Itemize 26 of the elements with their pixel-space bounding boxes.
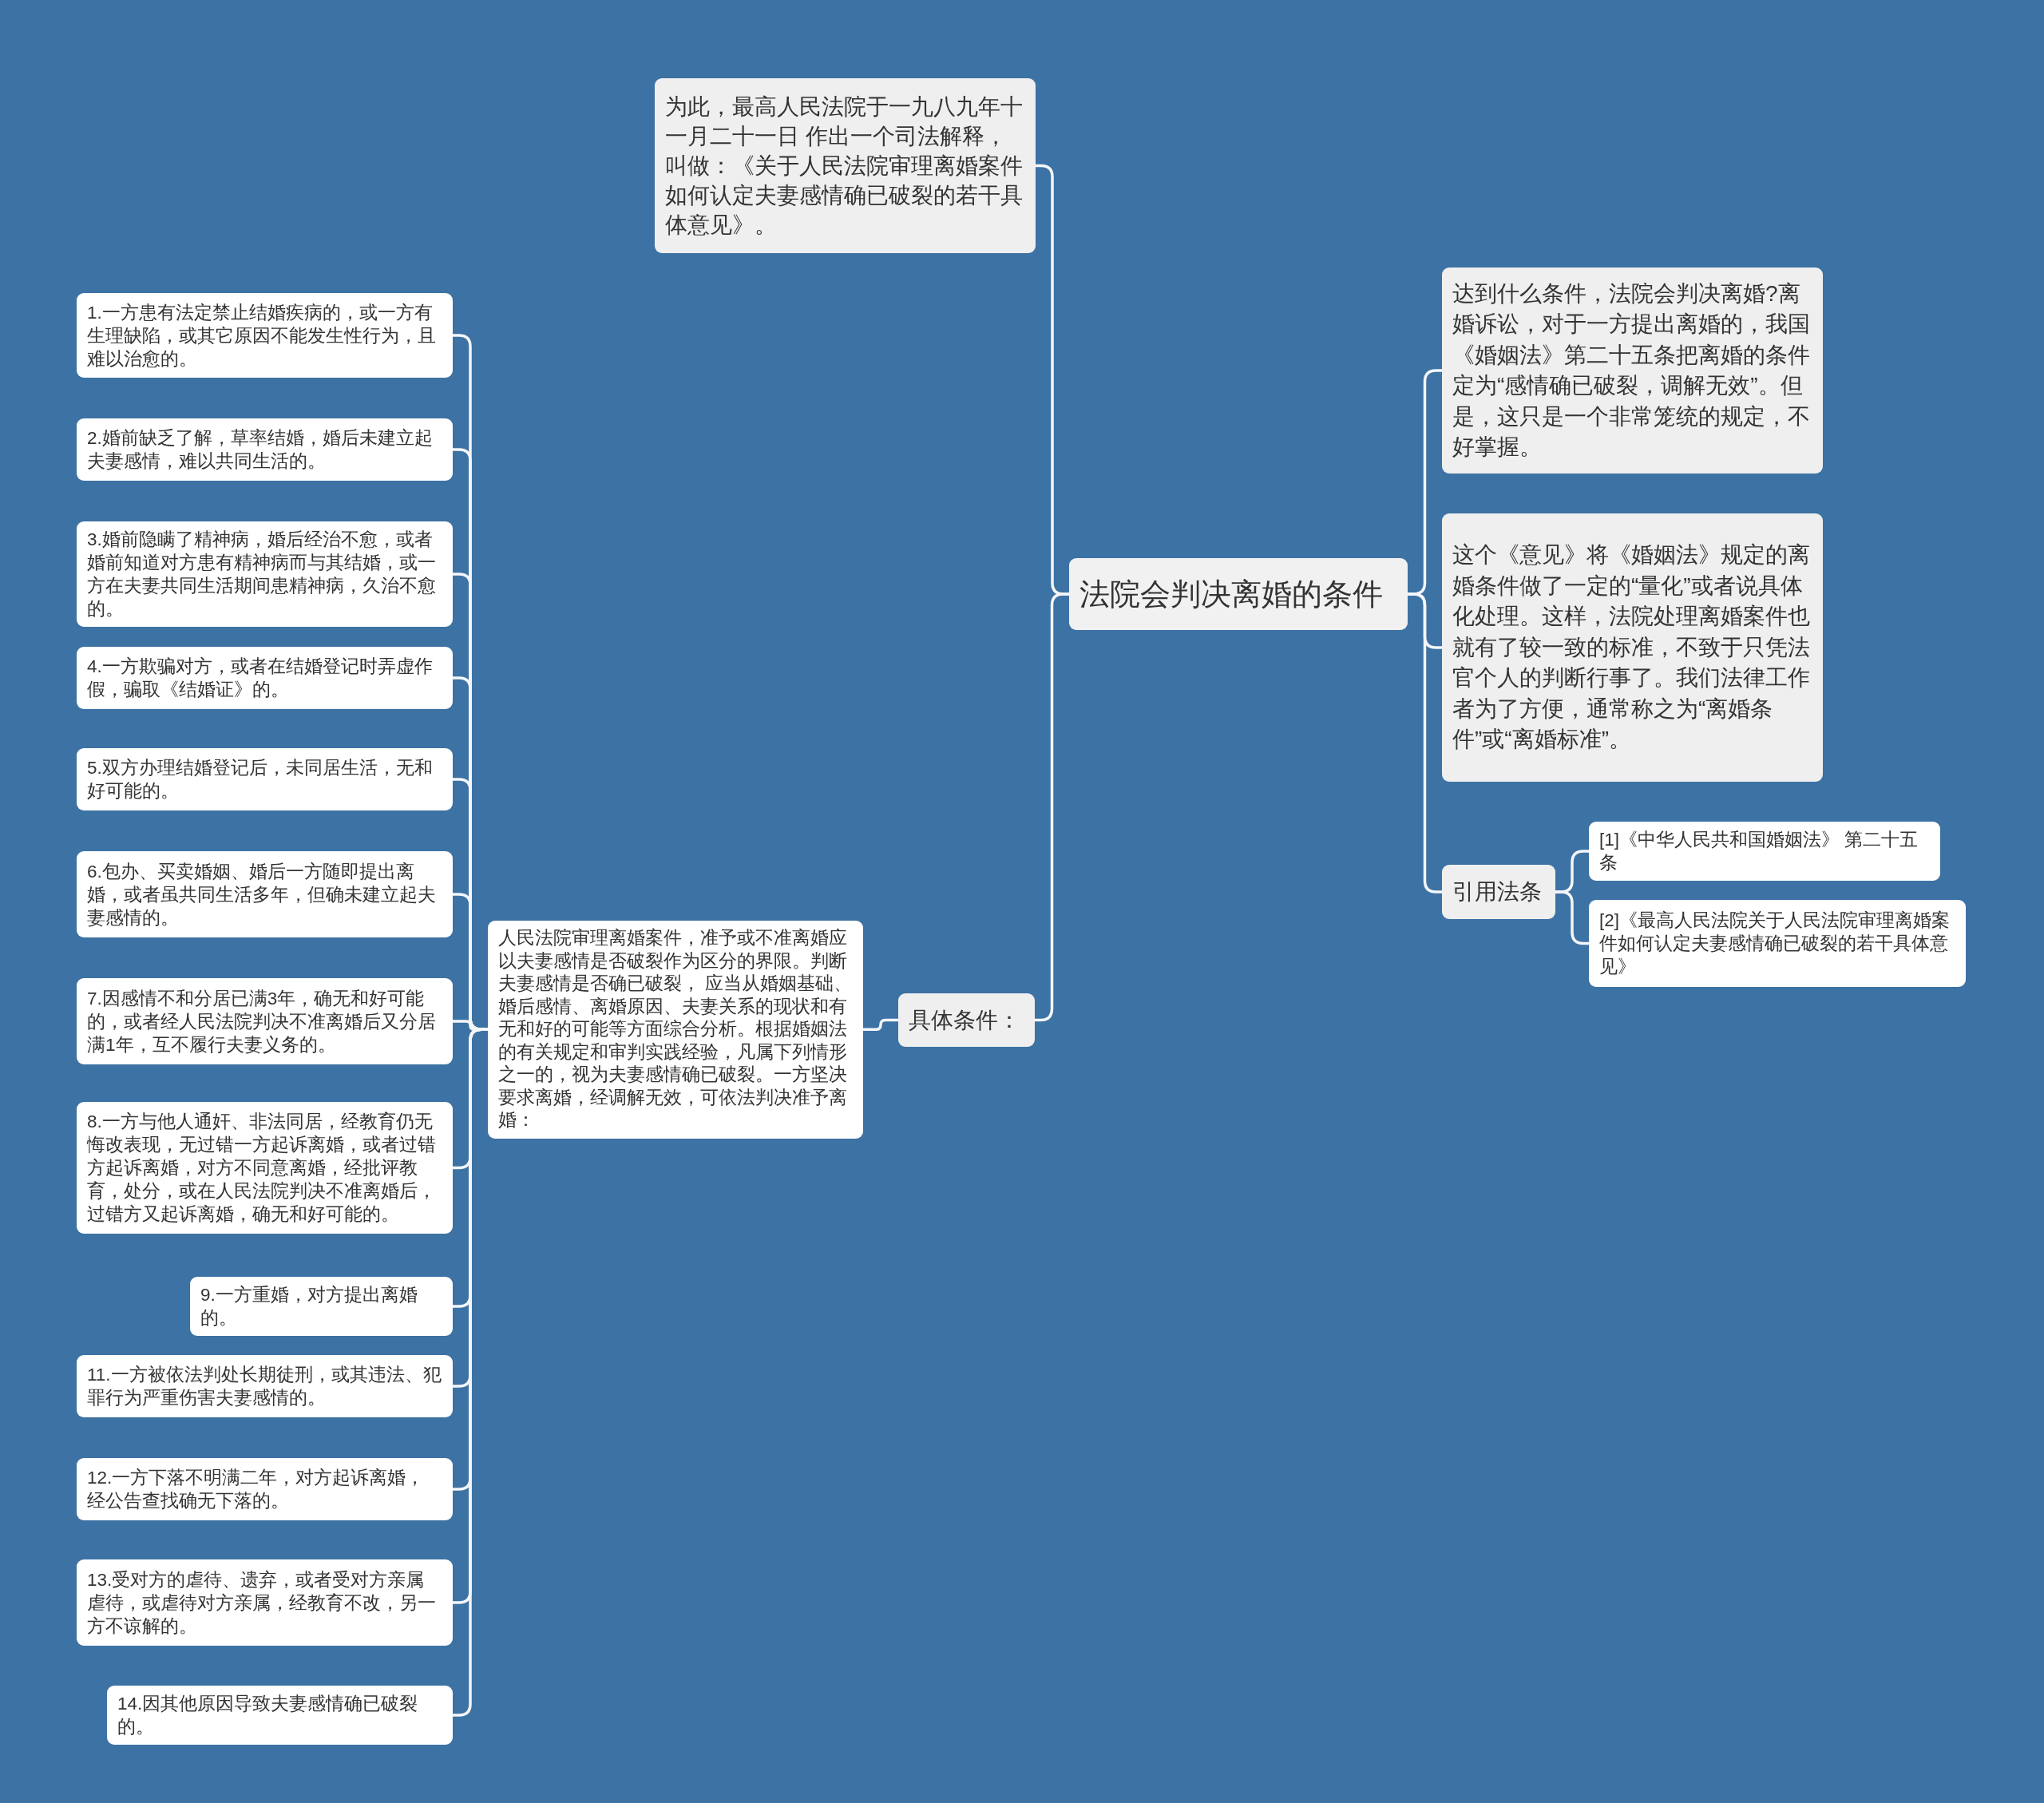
connector-line [1408, 592, 1442, 894]
subtopic-box: 9.一方重婚，对方提出离婚的。 [190, 1277, 453, 1336]
subtopic-box: 13.受对方的虐待、遗弃，或者受对方亲属虐待，或虐待对方亲属，经教育不改，另一方不谅解的。 [77, 1559, 453, 1646]
topic-box: 为此，最高人民法院于一九八九年十一月二十一日 作出一个司法解释，叫做：《关于人民法院审理离婚案件如何认定夫妻感情确已破裂的若干具体意见》。 [655, 78, 1036, 253]
subtopic-box: 3.婚前隐瞒了精神病，婚后经治不愈，或者婚前知道对方患有精神病而与其结婚，或一方在夫妻共同生活期间患精神病，久治不愈的。 [77, 521, 453, 627]
subtopic-box: [1]《中华人民共和国婚姻法》 第二十五条 [1589, 822, 1940, 881]
connector-line [1555, 890, 1589, 945]
subtopic-box: 7.因感情不和分居已满3年，确无和好可能的，或者经人民法院判决不准离婚后又分居满1年，互不履行夫妻义务的。 [77, 978, 453, 1064]
subtopic-box: 人民法院审理离婚案件，准予或不准离婚应以夫妻感情是否破裂作为区分的界限。判断夫妻感情是否确已破裂， 应当从婚姻基础、婚后感情、离婚原因、夫妻关系的现状和有无和好的可能等方面综合分析。根据婚姻法的有关规定和审判实践经验，凡属下列情形之一的，视为夫妻感情确已破裂。一方坚决要求离婚，经调解无效，可依法判决准予离婚： [488, 921, 863, 1139]
topic-box: 具体条件： [898, 993, 1035, 1047]
subtopic-box: 1.一方患有法定禁止结婚疾病的，或一方有生理缺陷，或其它原因不能发生性行为，且难以治愈的。 [77, 293, 453, 378]
subtopic-box: [2]《最高人民法院关于人民法院审理离婚案件如何认定夫妻感情确已破裂的若干具体意见》 [1589, 900, 1966, 987]
subtopic-box: 8.一方与他人通奸、非法同居，经教育仍无悔改表现，无过错一方起诉离婚，或者过错方起诉离婚，对方不同意离婚，经批评教育，处分，或在人民法院判决不准离婚后，过错方又起诉离婚，确无和好可能的。 [77, 1102, 453, 1234]
subtopic-box: 12.一方下落不明满二年，对方起诉离婚，经公告查找确无下落的。 [77, 1458, 453, 1520]
subtopic-box: 6.包办、买卖婚姻、婚后一方随即提出离婚，或者虽共同生活多年，但确未建立起夫妻感情的。 [77, 851, 453, 937]
subtopic-box: 14.因其他原因导致夫妻感情确已破裂的。 [107, 1686, 453, 1745]
subtopic-box: 5.双方办理结婚登记后，未同居生活，无和好可能的。 [77, 748, 453, 810]
subtopic-box: 4.一方欺骗对方，或者在结婚登记时弄虚作假，骗取《结婚证》的。 [77, 647, 453, 709]
topic-box: 达到什么条件，法院会判决离婚?离婚诉讼，对于一方提出离婚的，我国《婚姻法》第二十五条把离婚的条件定为“感情确已破裂，调解无效”。但是，这只是一个非常笼统的规定，不好掌握。 [1442, 267, 1823, 474]
central-topic-box: 法院会判决离婚的条件 [1069, 558, 1408, 630]
topic-box: 引用法条 [1442, 865, 1555, 919]
subtopic-box: 11.一方被依法判处长期徒刑，或其违法、犯罪行为严重伤害夫妻感情的。 [77, 1355, 453, 1417]
subtopic-box: 2.婚前缺乏了解，草率结婚，婚后未建立起夫妻感情，难以共同生活的。 [77, 418, 453, 481]
connector-line [863, 1018, 898, 1031]
connector-line [1035, 592, 1069, 1022]
topic-box: 这个《意见》将《婚姻法》规定的离婚条件做了一定的“量化”或者说具体化处理。这样，法院处理离婚案件也就有了较一致的标准，不致于只凭法官个人的判断行事了。我们法律工作者为了方便，通常称之为“离婚条件”或“离婚标准”。 [1442, 513, 1823, 782]
